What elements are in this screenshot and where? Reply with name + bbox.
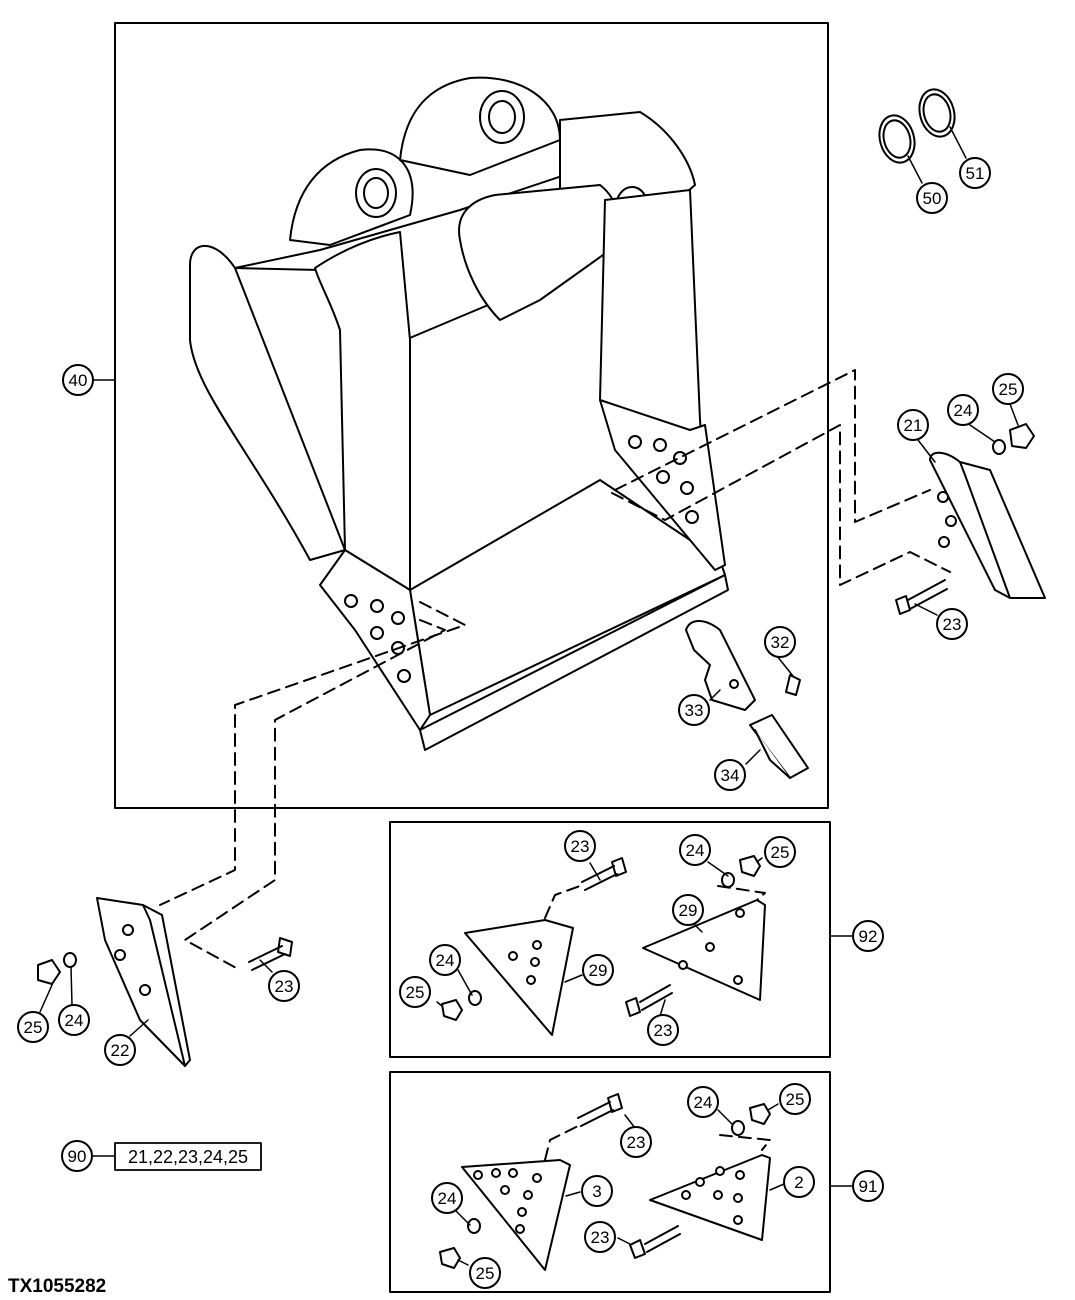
svg-text:40: 40 xyxy=(69,371,88,390)
callout-92-29-left: 29 xyxy=(582,954,614,986)
svg-text:25: 25 xyxy=(786,1090,805,1109)
svg-text:22: 22 xyxy=(111,1041,130,1060)
callout-90: 90 xyxy=(61,1140,93,1172)
callout-50: 50 xyxy=(916,182,948,214)
svg-text:21: 21 xyxy=(904,416,923,435)
svg-text:51: 51 xyxy=(966,164,985,183)
callout-91-24-top: 24 xyxy=(687,1086,719,1118)
callout-92: 92 xyxy=(852,920,884,952)
callout-91-3: 3 xyxy=(581,1175,613,1207)
svg-text:32: 32 xyxy=(771,633,790,652)
callout-25-right: 25 xyxy=(992,373,1024,405)
kit-91-drawing xyxy=(439,1093,771,1271)
kit-92-drawing xyxy=(441,855,766,1036)
callout-92-24-top: 24 xyxy=(679,834,711,866)
svg-text:21,22,23,24,25: 21,22,23,24,25 xyxy=(128,1147,248,1167)
callout-91-23-lower: 23 xyxy=(584,1221,616,1253)
callout-92-29-right: 29 xyxy=(672,894,704,926)
callouts: 40 50 51 21 24 25 23 32 33 34 25 24 22 2… xyxy=(17,157,1024,1289)
callout-25-left: 25 xyxy=(17,1011,49,1043)
svg-text:29: 29 xyxy=(679,901,698,920)
kit-91-frame xyxy=(389,1071,831,1293)
svg-text:24: 24 xyxy=(436,951,455,970)
svg-text:34: 34 xyxy=(721,766,740,785)
callout-23-right: 23 xyxy=(936,608,968,640)
callout-92-25-left: 25 xyxy=(399,976,431,1008)
callout-51: 51 xyxy=(959,157,991,189)
svg-text:23: 23 xyxy=(654,1021,673,1040)
callout-92-24-left: 24 xyxy=(429,944,461,976)
svg-text:24: 24 xyxy=(954,401,973,420)
svg-text:24: 24 xyxy=(65,1011,84,1030)
svg-text:50: 50 xyxy=(923,189,942,208)
svg-text:23: 23 xyxy=(591,1228,610,1247)
svg-text:2: 2 xyxy=(794,1173,803,1192)
callout-34: 34 xyxy=(714,759,746,791)
callout-33: 33 xyxy=(678,694,710,726)
right-side-cutter-drawing xyxy=(895,423,1046,615)
callout-92-23-top: 23 xyxy=(564,830,596,862)
svg-text:3: 3 xyxy=(592,1182,601,1201)
callout-92-25-top: 25 xyxy=(764,836,796,868)
svg-text:91: 91 xyxy=(859,1177,878,1196)
svg-text:23: 23 xyxy=(571,837,590,856)
callout-92-23-lower: 23 xyxy=(647,1014,679,1046)
kit-92-frame xyxy=(389,821,831,1058)
svg-text:33: 33 xyxy=(685,701,704,720)
svg-text:23: 23 xyxy=(943,615,962,634)
svg-text:24: 24 xyxy=(694,1093,713,1112)
svg-text:90: 90 xyxy=(68,1147,87,1166)
svg-text:24: 24 xyxy=(686,841,705,860)
callout-91-2: 2 xyxy=(783,1166,815,1198)
callout-23-left: 23 xyxy=(268,970,300,1002)
svg-text:29: 29 xyxy=(589,961,608,980)
svg-text:25: 25 xyxy=(24,1018,43,1037)
svg-text:92: 92 xyxy=(859,927,878,946)
callout-91: 91 xyxy=(852,1170,884,1202)
figure-id: TX1055282 xyxy=(8,1276,106,1297)
kit-90-contents: 21,22,23,24,25 xyxy=(114,1142,262,1171)
svg-text:23: 23 xyxy=(627,1133,646,1152)
rings-drawing xyxy=(878,88,956,164)
callout-91-23-top: 23 xyxy=(620,1126,652,1158)
bucket-frame xyxy=(114,22,829,809)
svg-text:25: 25 xyxy=(476,1264,495,1283)
callout-21: 21 xyxy=(897,409,929,441)
callout-24-left: 24 xyxy=(58,1004,90,1036)
callout-40: 40 xyxy=(62,364,94,396)
svg-text:25: 25 xyxy=(771,843,790,862)
bucket-drawing xyxy=(189,76,809,779)
svg-text:24: 24 xyxy=(438,1189,457,1208)
callout-91-24-left: 24 xyxy=(431,1182,463,1214)
callout-91-25-left: 25 xyxy=(469,1257,501,1289)
callout-91-25-top: 25 xyxy=(779,1083,811,1115)
callout-22: 22 xyxy=(104,1034,136,1066)
callout-32: 32 xyxy=(764,626,796,658)
assembly-dashed-lines xyxy=(159,369,951,1161)
left-side-cutter-drawing xyxy=(37,897,293,1067)
leader-lines xyxy=(39,126,1019,1266)
svg-text:25: 25 xyxy=(999,380,1018,399)
svg-text:23: 23 xyxy=(275,977,294,996)
svg-text:25: 25 xyxy=(406,983,425,1002)
callout-24-right: 24 xyxy=(947,394,979,426)
